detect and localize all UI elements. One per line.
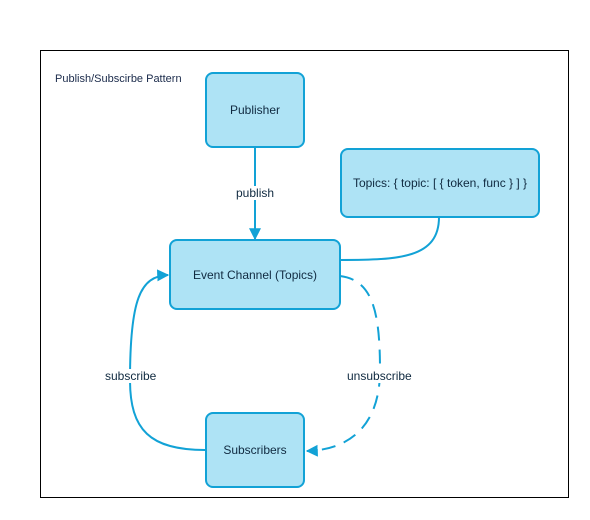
diagram-title: Publish/Subscirbe Pattern (55, 73, 182, 85)
topics-store-node[interactable]: Topics: { topic: [ { token, func } ] } (340, 148, 540, 218)
publish-label: publish (234, 186, 277, 200)
publisher-node[interactable]: Publisher (205, 72, 305, 148)
event-channel-node[interactable]: Event Channel (Topics) (169, 239, 341, 310)
unsubscribe-label: unsubscribe (345, 369, 414, 383)
subscribers-node[interactable]: Subscribers (205, 412, 305, 488)
topics-link-edge (339, 216, 440, 261)
diagram-frame (40, 50, 569, 498)
unsubscribe-edge (305, 275, 382, 457)
subscribe-label: subscribe (103, 369, 159, 383)
